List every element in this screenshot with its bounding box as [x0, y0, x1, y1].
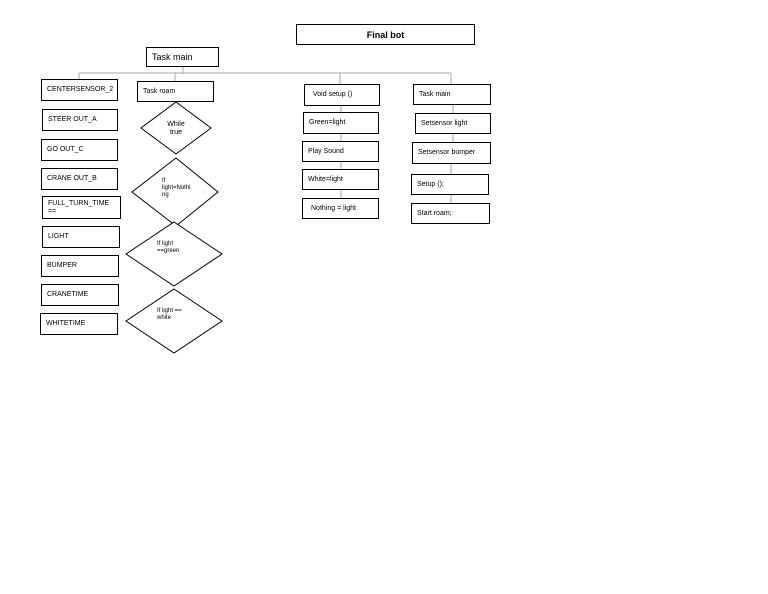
main-item-setsensor-bumper: Setsensor bumper [412, 142, 491, 164]
left-item-crane: CRANE OUT_B [41, 168, 118, 190]
left-item-go: GO OUT_C [41, 139, 118, 161]
task-main-column-header: Task main [413, 84, 491, 105]
setup-item-white: White=light [302, 169, 379, 190]
left-item-bumper: BUMPER [41, 255, 119, 277]
left-item-steer: STEER OUT_A [42, 109, 118, 131]
task-main-header: Task main [146, 47, 219, 67]
decision-label-light-white: If light == white [157, 308, 182, 321]
setup-item-green: Green=light [303, 112, 379, 134]
final-bot-title: Final bot [296, 24, 475, 45]
setup-item-play-sound: Play Sound [302, 141, 379, 162]
main-item-start-roam: Start roam; [411, 203, 490, 224]
decision-light-green [125, 221, 223, 287]
setup-item-nothing: Nothing = light [302, 198, 379, 219]
left-item-light: LIGHT [42, 226, 120, 248]
left-item-cranetime: CRANETIME [41, 284, 119, 306]
decision-label-while-true: While true [167, 121, 185, 136]
void-setup-header: Void setup () [304, 84, 380, 106]
decision-light-white [125, 288, 223, 354]
main-item-setup-call: Setup (); [411, 174, 489, 195]
main-item-setsensor-light: Setsensor light [415, 113, 491, 134]
left-item-centersensor: CENTERSENSOR_2 [41, 79, 118, 101]
decision-label-light-green: If light ==green [157, 241, 180, 254]
decision-label-light-nothing: If light=Nothi ng [162, 178, 191, 198]
left-item-full-turn-time: FULL_TURN_TIME == [42, 196, 121, 219]
task-roam-header: Task roam [137, 81, 214, 102]
decision-while-true [140, 101, 212, 155]
left-item-whitetime: WHITETIME [40, 313, 118, 335]
